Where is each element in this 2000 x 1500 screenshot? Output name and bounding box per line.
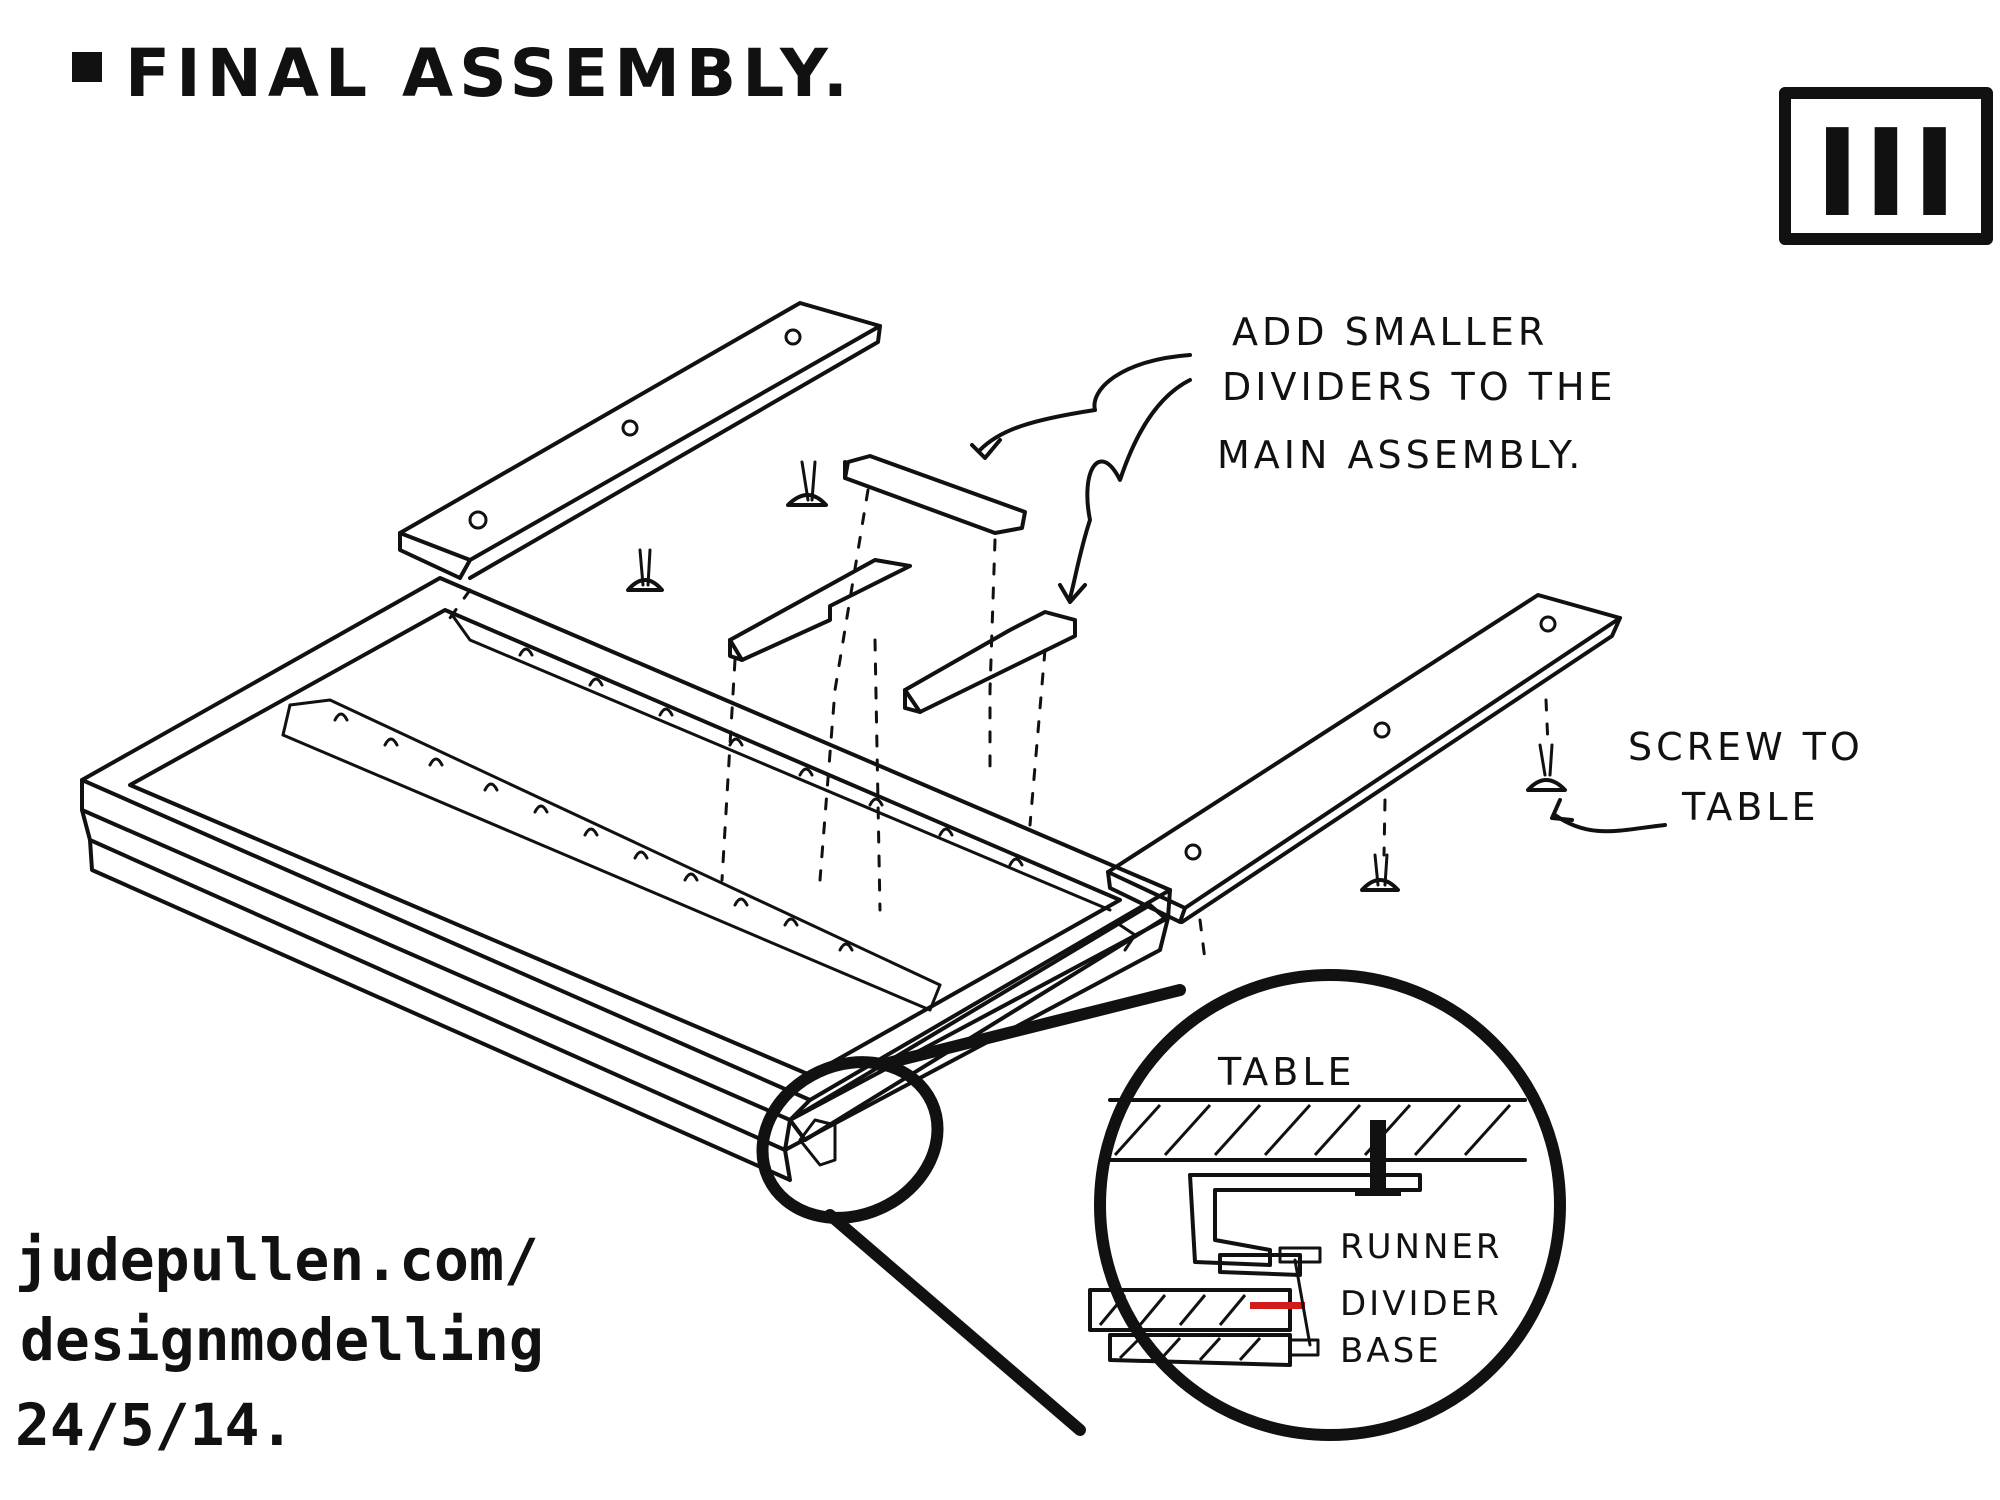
step-badge-numeral: III xyxy=(1815,105,1961,244)
screw-note-line-2: TABLE xyxy=(1681,785,1820,829)
divider-screw-highlight xyxy=(1250,1302,1305,1309)
bullet-square-icon xyxy=(72,52,102,82)
dividers-annotation: ADD SMALLER DIVIDERS TO THE MAIN ASSEMBL… xyxy=(970,310,1617,604)
title-block: FINAL ASSEMBLY. xyxy=(72,35,854,112)
alignment-lines xyxy=(443,488,1550,962)
screw-left-2 xyxy=(626,548,664,592)
arrow-to-divider-2 xyxy=(1068,378,1192,600)
main-frame xyxy=(80,576,1172,1182)
small-divider-2 xyxy=(728,558,912,662)
detail-label-divider: DIVIDER xyxy=(1340,1284,1502,1324)
credit-block: judepullen.com/ designmodelling 24/5/14. xyxy=(15,1226,544,1459)
credit-line-1: judepullen.com/ xyxy=(15,1226,539,1294)
step-badge-frame xyxy=(1779,87,1993,245)
detail-magnifier xyxy=(756,969,1566,1441)
screw-right-2 xyxy=(1360,853,1400,892)
detail-heading: TABLE xyxy=(1217,1050,1356,1094)
screw-left-1 xyxy=(786,460,828,507)
credit-line-2: designmodelling xyxy=(20,1306,544,1374)
credit-line-3: 24/5/14. xyxy=(15,1391,294,1459)
screw-right-1 xyxy=(1526,743,1567,792)
step-badge: III xyxy=(1779,87,1993,245)
dividers-note-line-3: MAIN ASSEMBLY. xyxy=(1217,433,1584,477)
table-screw-icon xyxy=(1370,1120,1386,1190)
detail-label-base: BASE xyxy=(1340,1331,1442,1371)
small-divider-3 xyxy=(903,610,1077,714)
rail-screws xyxy=(333,647,1024,952)
page-title: FINAL ASSEMBLY. xyxy=(125,35,854,112)
front-end-plank xyxy=(788,903,1167,1142)
dividers-note-line-2: DIVIDERS TO THE xyxy=(1222,365,1617,409)
small-divider-1 xyxy=(843,454,1027,535)
detail-section: TABLE RUNNER DIVIDER BASE xyxy=(1088,1050,1527,1371)
arrow-to-screw xyxy=(1553,813,1667,834)
screw-note-line-1: SCREW TO xyxy=(1628,725,1864,769)
dividers-note-line-1: ADD SMALLER xyxy=(1232,310,1548,354)
arrow-to-divider-1 xyxy=(978,353,1192,452)
screw-annotation: SCREW TO TABLE xyxy=(1550,725,1864,834)
left-runner xyxy=(398,301,882,580)
detail-label-runner: RUNNER xyxy=(1340,1227,1502,1267)
